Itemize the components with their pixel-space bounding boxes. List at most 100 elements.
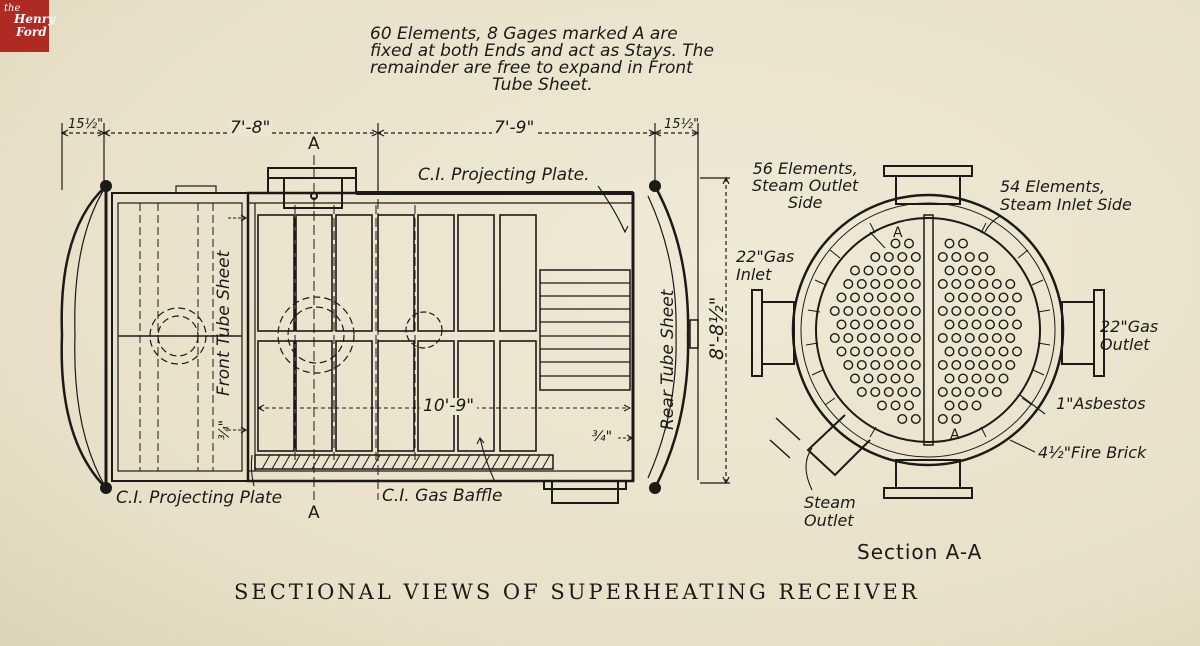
tube-element — [856, 333, 867, 344]
tube-element — [978, 360, 989, 371]
label-fire-brick: 4½"Fire Brick — [1038, 443, 1147, 462]
tube-element — [985, 265, 996, 276]
tube-element — [985, 373, 996, 384]
tube-element — [998, 373, 1009, 384]
tube-element — [958, 292, 969, 303]
tube-element — [890, 265, 901, 276]
tube-element — [937, 360, 948, 371]
tube-element — [1012, 346, 1023, 357]
tube-element — [971, 292, 982, 303]
tube-element — [897, 251, 908, 262]
tube-field — [829, 238, 1023, 425]
tube-element — [836, 292, 847, 303]
elements-inlet-line-2: Steam Inlet Side — [1000, 195, 1132, 214]
label-steam-outlet: Steam Outlet — [804, 494, 856, 530]
tube-element — [883, 251, 894, 262]
tube-element — [991, 333, 1002, 344]
tube-element — [958, 238, 969, 249]
tube-element — [971, 319, 982, 330]
logo-ford: Ford — [16, 25, 47, 39]
figure-caption: SECTIONAL VIEWS OF SUPERHEATING RECEIVER — [234, 580, 920, 604]
tube-element — [863, 292, 874, 303]
tube-element — [958, 400, 969, 411]
tube-element — [985, 319, 996, 330]
tube-element — [1012, 292, 1023, 303]
label-gas-outlet: 22"Gas Outlet — [1100, 318, 1158, 354]
tube-element — [883, 333, 894, 344]
logo-henry: Henry — [14, 12, 55, 26]
gage-a-top: A — [893, 225, 903, 241]
tube-element — [964, 360, 975, 371]
tube-element — [843, 279, 854, 290]
tube-element — [850, 346, 861, 357]
leader-lines — [228, 143, 634, 500]
dim-inner-length: 10'-9" — [420, 398, 478, 415]
tube-element — [910, 360, 921, 371]
tube-element — [1005, 306, 1016, 317]
section-title: Section A-A — [857, 540, 983, 564]
tube-element — [836, 319, 847, 330]
tube-element — [985, 292, 996, 303]
tube-element — [944, 265, 955, 276]
tube-element — [850, 319, 861, 330]
tube-element — [937, 387, 948, 398]
note-line-1: 60 Elements, 8 Gages marked A are — [370, 24, 678, 44]
elements-outlet-line-1: 56 Elements, — [752, 159, 858, 178]
tube-element — [829, 333, 840, 344]
tube-element — [877, 400, 888, 411]
note-line-2: fixed at both Ends and act as Stays. The — [370, 41, 714, 61]
section-a-a — [751, 165, 1105, 499]
tube-element — [951, 414, 962, 425]
tube-element — [910, 251, 921, 262]
tube-element — [951, 360, 962, 371]
tube-element — [978, 251, 989, 262]
tube-element — [870, 306, 881, 317]
main-shell — [246, 191, 635, 483]
tube-element — [883, 306, 894, 317]
tube-element — [870, 387, 881, 398]
tube-element — [1012, 319, 1023, 330]
steam-outlet-line-2: Outlet — [804, 511, 854, 530]
tube-element — [890, 373, 901, 384]
tube-element — [1005, 333, 1016, 344]
gas-outlet-line-1: 22"Gas — [1100, 317, 1159, 336]
tube-element — [877, 292, 888, 303]
tube-element — [944, 373, 955, 384]
tube-element — [951, 306, 962, 317]
tube-element — [856, 306, 867, 317]
tube-element — [910, 333, 921, 344]
tube-element — [897, 387, 908, 398]
tube-element — [856, 279, 867, 290]
tube-element — [1005, 360, 1016, 371]
tube-element — [964, 306, 975, 317]
tube-element — [890, 238, 901, 249]
tube-element — [964, 251, 975, 262]
tube-element — [877, 265, 888, 276]
tube-element — [991, 360, 1002, 371]
gas-inlet-line-1: 22"Gas — [736, 247, 795, 266]
tube-element — [937, 306, 948, 317]
tube-element — [991, 387, 1002, 398]
elements-outlet-line-2: Steam Outlet — [752, 176, 859, 195]
tube-element — [877, 319, 888, 330]
tube-element — [904, 238, 915, 249]
elements-inlet-line-1: 54 Elements, — [1000, 177, 1106, 196]
label-gas-inlet: 22"Gas Inlet — [736, 248, 794, 284]
label-elements-outlet: 56 Elements, Steam Outlet Side — [752, 160, 858, 211]
tube-element — [978, 333, 989, 344]
tube-element — [937, 279, 948, 290]
tube-element — [863, 319, 874, 330]
tube-element — [904, 373, 915, 384]
tube-element — [958, 373, 969, 384]
tube-element — [971, 346, 982, 357]
tube-element — [863, 265, 874, 276]
tube-element — [951, 251, 962, 262]
tube-element — [944, 319, 955, 330]
gage-a-bottom: A — [950, 427, 960, 443]
front-head — [60, 180, 112, 494]
tube-element — [964, 387, 975, 398]
gas-inlet-line-2: Inlet — [736, 265, 772, 284]
tube-element — [850, 373, 861, 384]
tube-element — [870, 251, 881, 262]
